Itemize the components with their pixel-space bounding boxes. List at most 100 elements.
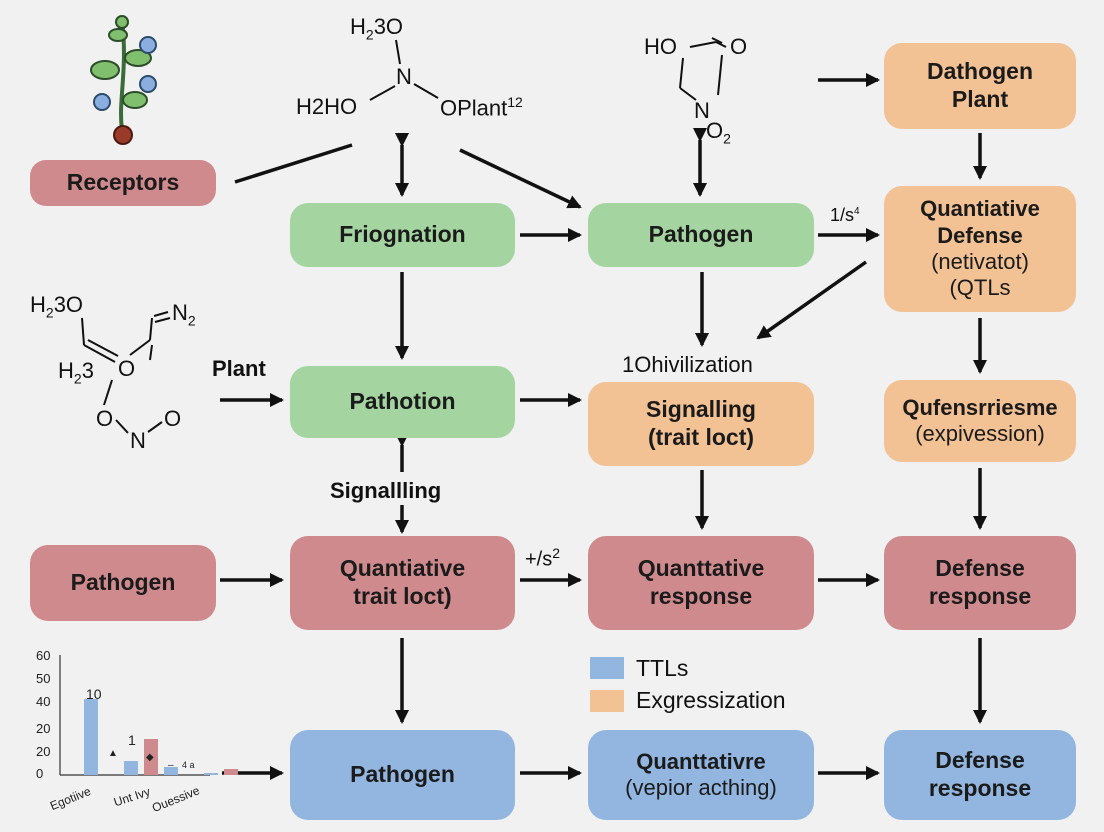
chart-annot-5: 4 a (182, 760, 195, 770)
node-pathogen-left-label: Pathogen (70, 569, 176, 596)
node-qtrait-line2: trait loct) (353, 583, 452, 609)
chart-annot-4: – (168, 760, 174, 771)
chem-h2o-top-b: 3O (373, 14, 404, 39)
node-quantitative-vapor: Quanttativre (vepior acthing) (588, 730, 814, 820)
node-receptors: Receptors (30, 160, 216, 206)
node-defresp-red-line1: Defense (935, 555, 1025, 582)
label-signalling: Signallling (330, 478, 442, 503)
arrow-diag-pathogen (459, 148, 582, 209)
node-signalling-line2: (trait loct) (647, 424, 755, 450)
node-pathogen-blue-label: Pathogen (350, 761, 455, 788)
chart-ytick-5: 0 (36, 766, 44, 781)
chem-h2ho: H2HO (296, 94, 358, 119)
node-friognation: Friognation (290, 203, 515, 267)
node-quantitative-trait: Quantiative trait loct) (290, 536, 515, 630)
node-qtrait-line1: Quantiative (339, 555, 466, 582)
legend-label-1: Exgressization (636, 687, 786, 713)
node-qdef-line1: Quantiative (920, 196, 1040, 222)
chem-oplant-sup: 12 (507, 94, 523, 110)
chem-o2-text: O (706, 118, 724, 143)
chem-o-bottom2: O (164, 406, 182, 431)
bar-s0-c0 (84, 699, 98, 775)
chem-ho: HO (644, 34, 677, 59)
chem-h2o-left-b: 3O (53, 292, 84, 317)
label-ratio-top: 1/s4 (830, 205, 860, 226)
node-defresp-blue-line1: Defense (935, 747, 1025, 774)
chem-n2-text: N (172, 300, 188, 325)
node-qvap-line1: Quanttativre (636, 748, 766, 774)
node-qresp-line2: response (649, 583, 753, 609)
arrow-diag-qdef (756, 260, 868, 340)
node-qufensrriesme: Qufensrriesme (expivession) (884, 380, 1076, 462)
ratio-top-sup: 4 (854, 206, 860, 217)
chart-ytick-4: 20 (36, 744, 51, 759)
node-pathogen-blue: Pathogen (290, 730, 515, 820)
ratio-mid-sup: 2 (552, 545, 561, 561)
node-pathotion: Pathotion (290, 366, 515, 438)
chem-h23-b: 3 (81, 358, 94, 383)
chart-annot-2: ▲ (108, 748, 118, 759)
node-receptors-label: Receptors (66, 169, 180, 196)
node-defresp-blue-line2: response (928, 775, 1032, 801)
chem-n-bottom: N (130, 428, 146, 453)
node-qdef-line4: (QTLs (949, 275, 1011, 301)
ratio-mid-text: +/s (525, 548, 553, 571)
node-qresp-line1: Quanttative (637, 555, 765, 582)
chart-ytick-0: 60 (36, 648, 51, 663)
chem-h23: H23 (58, 358, 94, 386)
chem-h2o-left-a: H (30, 292, 46, 317)
chem-h2o-top: H23O (350, 14, 403, 42)
chem-h2o-left-sub: 2 (45, 304, 54, 321)
bar-s1-c1 (144, 739, 158, 775)
node-defresp-red-line2: response (928, 583, 1032, 609)
node-quantitative-defense: Quantiative Defense (netivatot) (QTLs (884, 186, 1076, 312)
chem-bonds-top (369, 37, 727, 101)
node-defense-response-red: Defense response (884, 536, 1076, 630)
node-pathogen-top: Pathogen (588, 203, 814, 267)
chem-n2: N2 (172, 300, 196, 328)
node-defense-response-blue: Defense response (884, 730, 1076, 820)
ratio-top-text: 1/s (830, 205, 855, 225)
chem-h2o-left: H23O (30, 292, 83, 320)
node-pathogen-top-label: Pathogen (648, 221, 754, 248)
chem-o2: O2 (706, 118, 731, 146)
chem-h2o-top-a: H (350, 14, 366, 39)
label-ohivilization: 1Ohivilization (622, 352, 753, 377)
legend-swatch-1 (590, 690, 624, 712)
chem-o-ring: O (118, 356, 136, 381)
chem-bonds-left (81, 311, 171, 434)
chem-n-top: N (396, 64, 412, 89)
chart-annot-0: 10 (86, 686, 102, 702)
chem-h23-sub: 2 (73, 370, 82, 387)
node-qufens-line1: Qufensrriesme (902, 394, 1058, 420)
chart-ytick-1: 50 (36, 671, 51, 686)
node-quantitative-response: Quanttative response (588, 536, 814, 630)
plant-illustration (90, 15, 157, 145)
node-dathogen-line2: Plant (951, 86, 1009, 112)
chem-n2-sub: 2 (187, 312, 196, 329)
bar-s0-c3 (204, 773, 218, 775)
chem-o2-sub: 2 (723, 130, 731, 147)
chart-annot-1: 1 (128, 732, 136, 748)
chem-o-right: O (730, 34, 748, 59)
node-pathotion-label: Pathotion (349, 388, 456, 415)
chem-n-mid: N (694, 98, 710, 123)
node-qdef-line2: Defense (937, 222, 1023, 248)
label-plant: Plant (212, 356, 266, 381)
chem-oplant-text: OPlant (440, 95, 508, 121)
node-signalling-line1: Signalling (646, 396, 756, 423)
legend-label-0: TTLs (636, 655, 689, 681)
node-dathogen-line1: Dathogen (926, 58, 1034, 85)
legend-swatch-0 (590, 657, 624, 679)
line-receptors (234, 143, 353, 184)
bar-s0-c2 (164, 767, 178, 775)
chem-h23-a: H (58, 358, 74, 383)
chart-ytick-3: 20 (36, 721, 51, 736)
node-signalling: Signalling (trait loct) (588, 382, 814, 466)
chart-annot-3: ◆ (146, 752, 154, 763)
node-pathogen-left: Pathogen (30, 545, 216, 621)
bar-s0-c1 (124, 761, 138, 775)
bar-s1-c3 (224, 769, 238, 775)
node-dathogen-plant: Dathogen Plant (884, 43, 1076, 129)
